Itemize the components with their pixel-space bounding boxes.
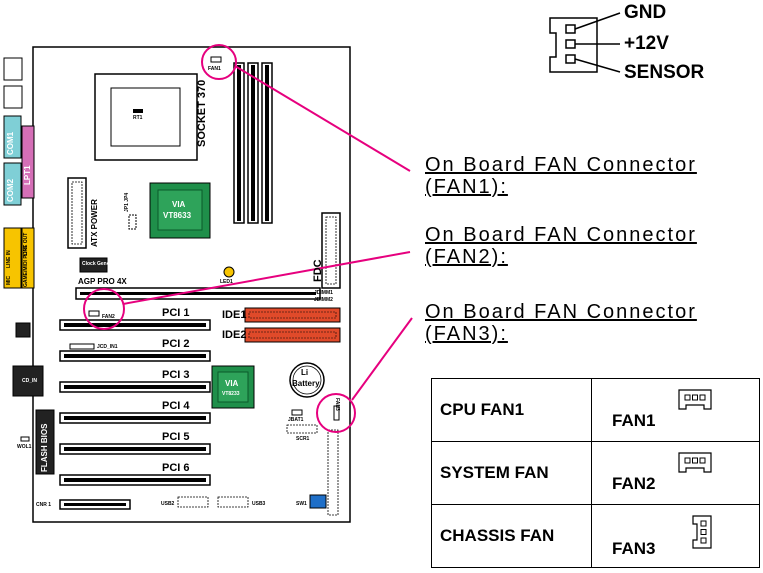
dimm-slots [233,62,273,224]
fan-code-cell: FAN2 [591,441,760,505]
fan-code-cell: FAN3 [591,504,760,568]
game-port-label: GAME/MIDI PORT [23,244,29,287]
atx-power-connector [67,177,87,249]
caption-fan2-line2: (FAN2): [425,246,508,268]
atx-power-label: ATX POWER [90,199,99,247]
caption-fan1: On Board FAN Connector (FAN1): [425,154,697,198]
fdc-label: FDC [312,259,324,282]
ide2-label: IDE2 [222,329,247,341]
horizontal-connector-icon [678,452,712,473]
fan-code: FAN2 [612,474,656,493]
cd-in-label: CD_IN [22,378,38,384]
caption-fan3-line1: On Board FAN Connector [425,301,697,323]
caption-fan1-line2: (FAN1): [425,176,508,198]
fan-connector-pinout [549,12,621,73]
pci2-label: PCI 2 [162,338,190,350]
lpt1-port [21,125,35,199]
fan2-header [88,310,100,317]
battery [289,362,325,398]
fan1-highlight [201,44,237,80]
pin-gnd-label: GND [624,2,667,23]
socket-label: SOCKET 370 [196,79,208,147]
pci1-label: PCI 1 [162,307,190,319]
north-chip-label: VIA [172,200,186,209]
fan1-board-label: FAN1 [208,66,221,72]
fan-name-cell: CHASSIS FAN [431,504,592,568]
jp-label: JP1 JP4 [124,192,130,212]
caption-fan2-line1: On Board FAN Connector [425,224,697,246]
fan2-leader [122,251,411,305]
com1-label: COM1 [6,131,15,155]
pci6-label: PCI 6 [162,462,190,474]
flash-bios-label: FLASH BIOS [40,423,49,472]
north-chip-model: VT8633 [163,211,192,220]
caption-fan3-line2: (FAN3): [425,323,508,345]
south-chip-label: VIA [225,379,239,388]
vertical-connector-icon [692,515,712,549]
fan3-header [333,405,340,421]
fan-name-cell: CPU FAN1 [431,378,592,442]
com1-port [3,115,22,159]
fan-code: FAN3 [612,539,656,558]
fan-code-cell: FAN1 [591,378,760,442]
ide1-label: IDE1 [222,309,247,321]
ide2-connector [244,327,341,343]
fan2-board-label: FAN2 [102,314,115,320]
table-row: CHASSIS FAN FAN3 [431,504,760,568]
line-in-label: LINE IN [6,250,12,268]
battery-label-1: Li [301,368,309,377]
fan-table: CPU FAN1 FAN1 SYSTEM FAN FAN2 CHASSIS FA… [431,378,760,568]
usb3-label: USB3 [252,501,266,507]
com2-label: COM2 [6,178,15,202]
scr1-label: SCR1 [296,436,310,442]
pci3-label: PCI 3 [162,369,190,381]
fan1-leader [234,65,411,172]
com2-port [3,162,22,206]
clock-generator [79,257,108,273]
pci4-label: PCI 4 [162,400,190,412]
rt1-label: RT1 [133,115,143,121]
fan-name-cell: SYSTEM FAN [431,441,592,505]
fan1-header [210,56,222,63]
fan3-highlight [316,393,356,433]
caption-fan1-line1: On Board FAN Connector [425,154,697,176]
jdimm2-label: JDIMM2 [314,297,333,303]
flash-bios-chip [35,409,55,475]
cnr1-label: CNR 1 [36,502,52,508]
led1-label: LED1 [220,279,233,285]
table-row: SYSTEM FAN FAN2 [431,441,760,505]
sw1-switch [309,494,327,509]
wol1-label: WOL1 [17,444,32,450]
pin-sensor-label: SENSOR [624,62,705,83]
fdc-connector [321,212,341,289]
table-row: CPU FAN1 FAN1 [431,378,760,442]
fan3-leader [351,317,413,401]
lpt1-label: LPT1 [23,165,32,185]
usb2-label: USB2 [161,501,175,507]
fan3-board-label: FAN3 [334,398,340,411]
audio-ports [3,227,22,289]
sw1-label: SW1 [296,501,307,507]
battery-label-2: Battery [292,379,320,388]
pci5-label: PCI 5 [162,431,190,443]
mic-label: MIC [6,275,12,285]
caption-fan3: On Board FAN Connector (FAN3): [425,301,697,345]
fan2-highlight [83,288,125,330]
led1 [223,266,235,278]
jbat1-label: JBAT1 [288,417,304,423]
agp-label: AGP PRO 4X [78,277,127,286]
fan-code: FAN1 [612,411,656,430]
jcd-label: JCD_IN1 [97,344,118,350]
horizontal-connector-icon [678,389,712,410]
south-chip-model: VT8233 [222,391,240,397]
ide1-connector [244,307,341,323]
pci-slots [59,319,211,486]
caption-fan2: On Board FAN Connector (FAN2): [425,224,697,268]
pin-12v-label: +12V [624,33,669,54]
jdimm1-label: JDIMM1 [314,290,333,296]
clock-gen-label: Clock Generator [82,261,121,267]
